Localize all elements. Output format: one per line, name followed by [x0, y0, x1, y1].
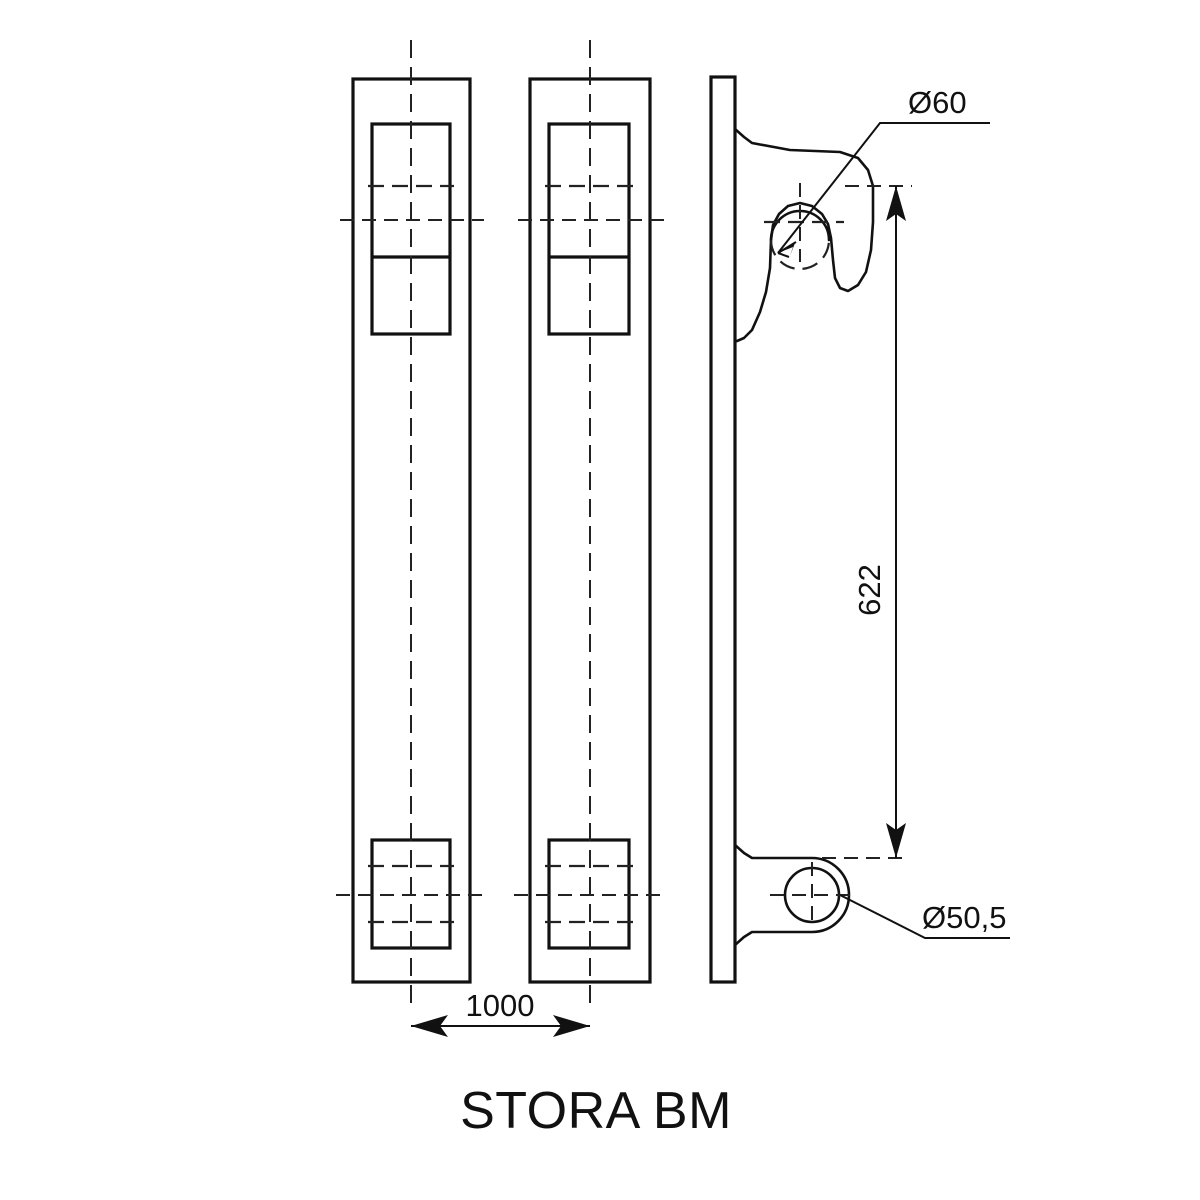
diameter-top-label: Ø60	[908, 85, 967, 120]
drawing-title: STORA BM	[460, 1082, 732, 1140]
diameter-bottom-label: Ø50,5	[922, 900, 1006, 935]
dimension-diameter-top: Ø60	[777, 85, 990, 258]
side-view-profile	[709, 75, 912, 984]
dimension-diameter-bottom: Ø50,5	[839, 894, 1010, 939]
vertical-dimension-label: 622	[852, 564, 887, 616]
side-view-mounting-plate	[709, 75, 737, 984]
side-view-upper-hook-profile	[733, 127, 875, 343]
dimension-length-vertical: 622	[852, 186, 906, 858]
diameter-top-arrow-stroke	[777, 241, 797, 258]
diameter-top-leader-line	[777, 122, 990, 254]
diameter-bottom-leader-line	[839, 894, 1010, 939]
front-view-left-bar	[336, 40, 488, 1010]
dimension-width-horizontal: 1000	[411, 988, 590, 1037]
horizontal-dimension-arrow-right	[553, 1015, 590, 1037]
horizontal-dimension-label: 1000	[466, 988, 535, 1023]
side-view-upper-hook-bore-hidden-arc	[769, 239, 831, 271]
horizontal-dimension-arrow-left	[411, 1015, 448, 1037]
vertical-dimension-arrow-top	[886, 186, 906, 221]
front-view-right-bar	[514, 40, 668, 1010]
vertical-dimension-arrow-bottom	[886, 823, 906, 858]
